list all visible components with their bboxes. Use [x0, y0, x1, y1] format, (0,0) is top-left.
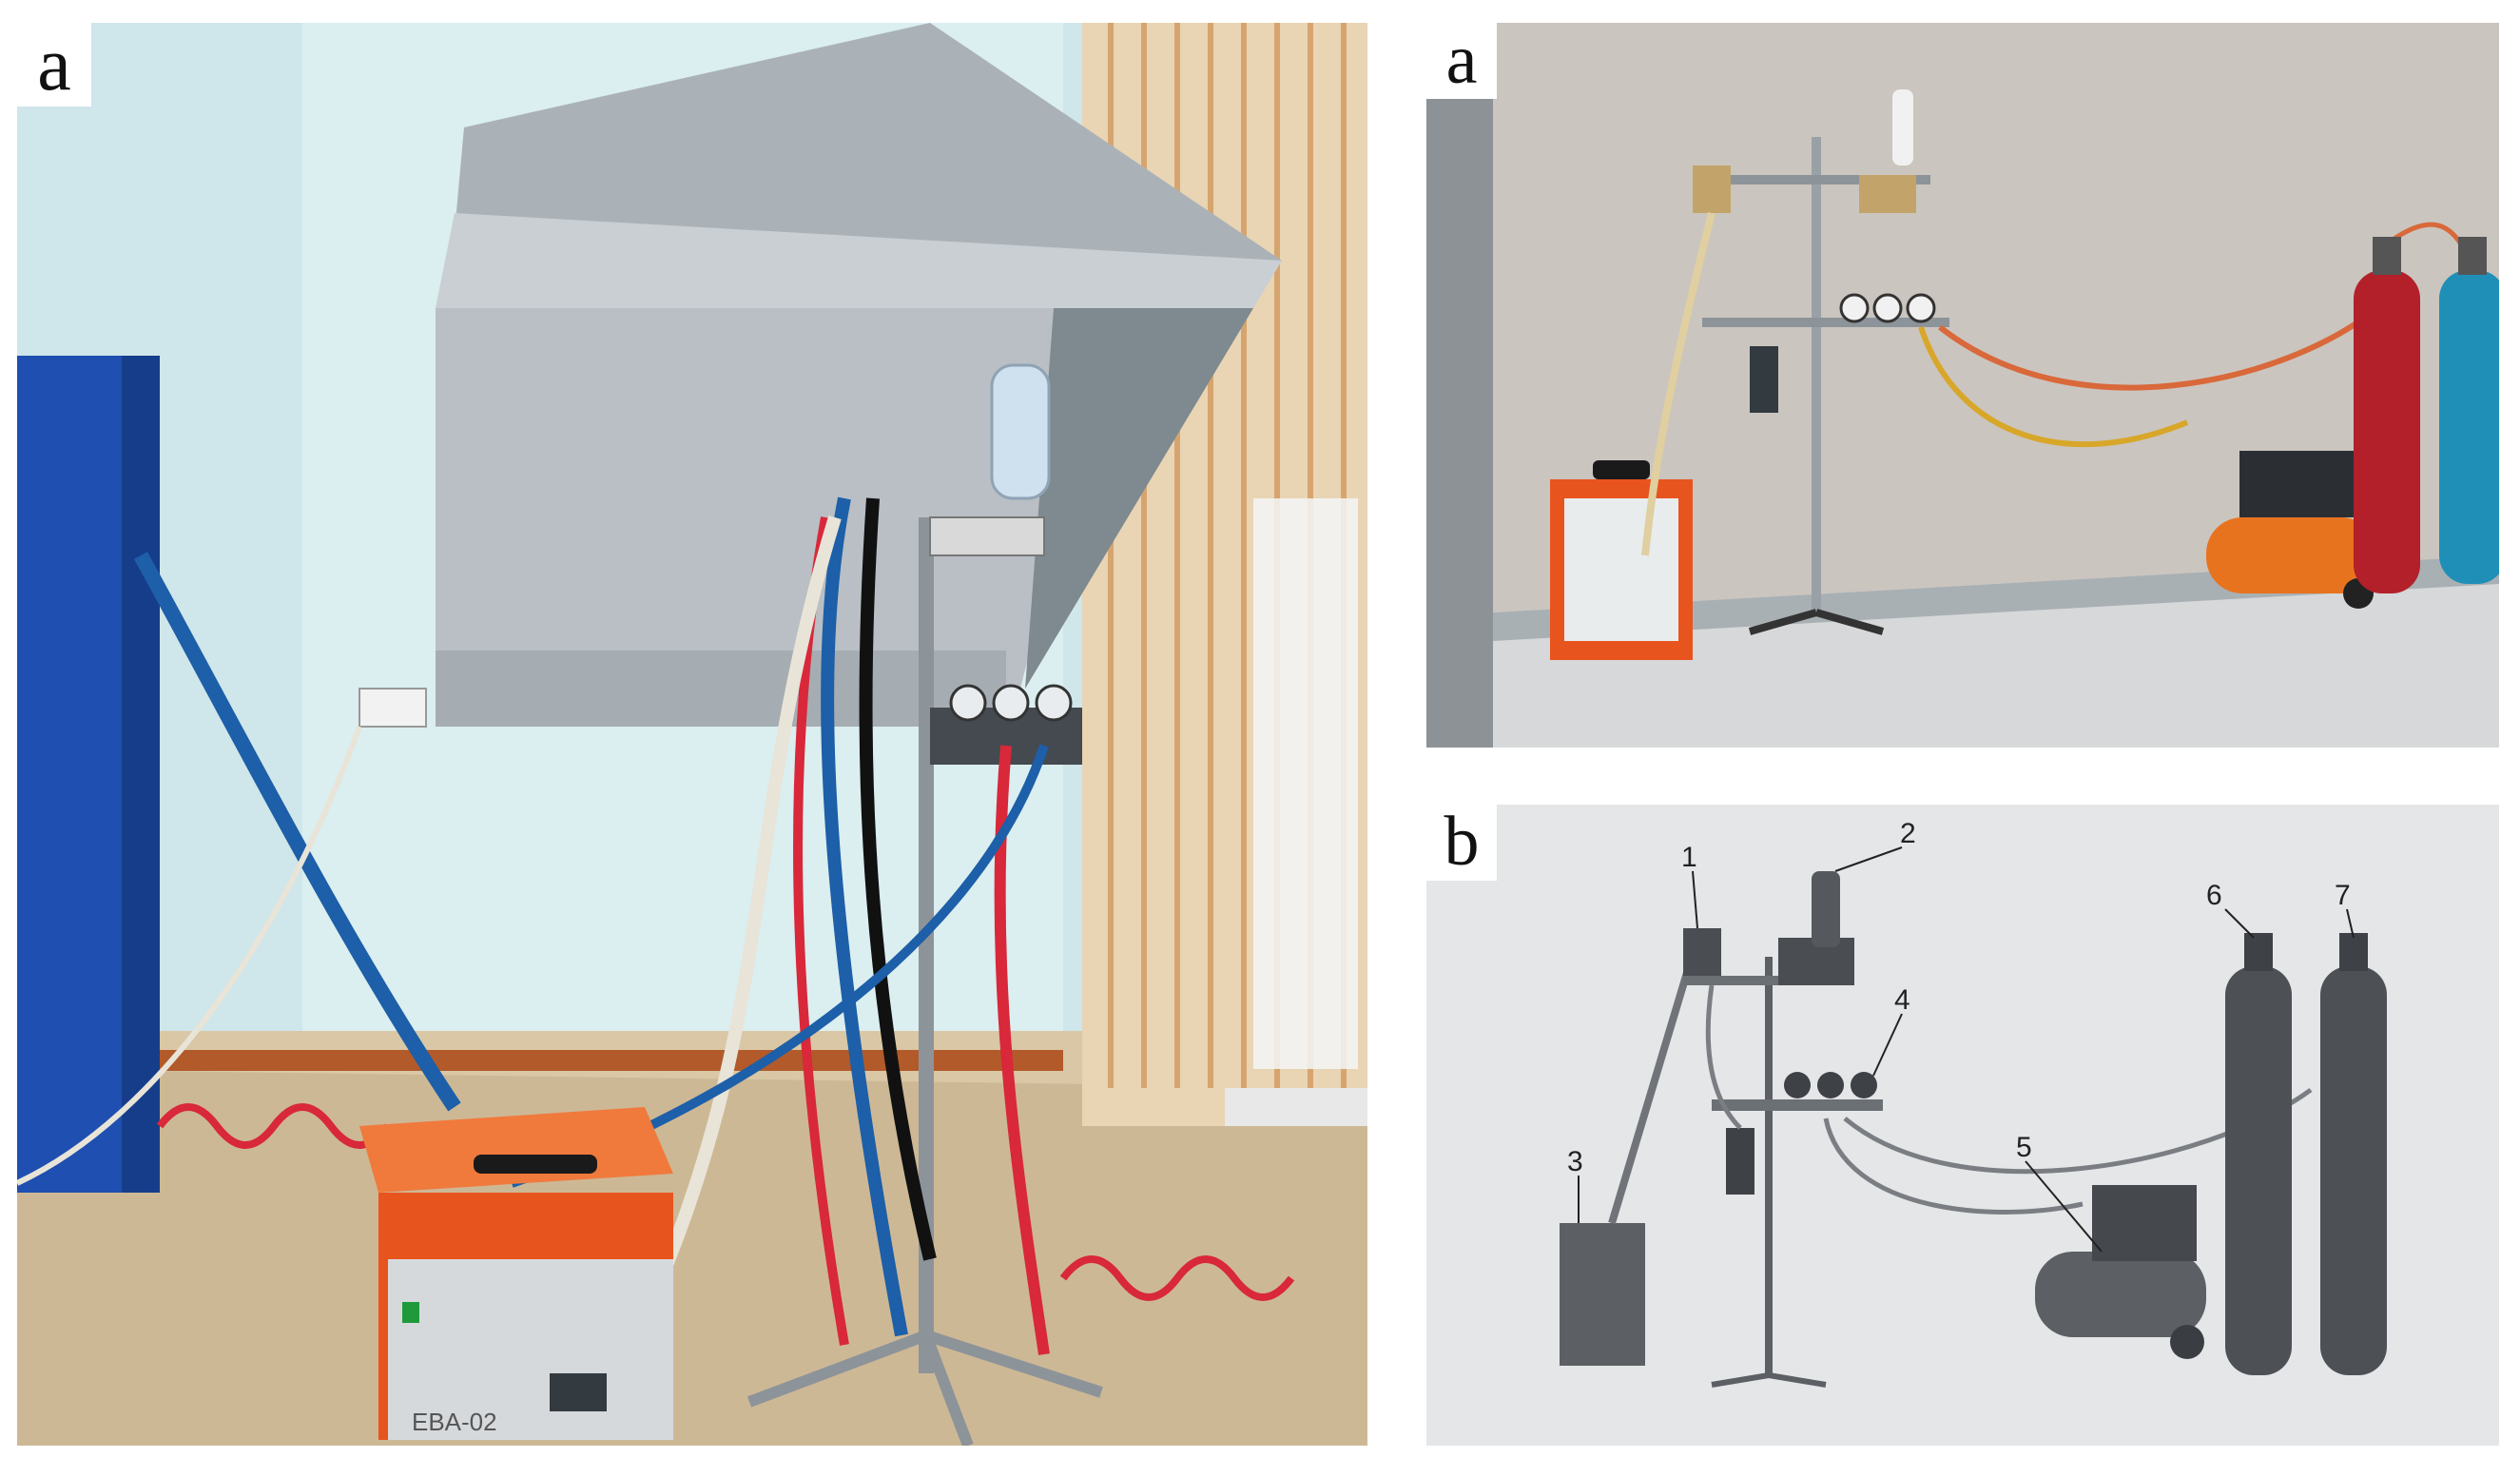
panel-photo: EBA-02 a: [17, 23, 1367, 1446]
panel-label: a: [1426, 23, 1497, 99]
schematic-label-6: 6: [2206, 880, 2222, 911]
device-label: EBA-02: [412, 1408, 497, 1436]
panel-schematic: 1 2 3 4 5 6 7 b: [1426, 805, 2499, 1446]
panel-label: b: [1426, 805, 1497, 881]
photo-illustration: EBA-02: [17, 23, 1367, 1446]
schematic-label-5: 5: [2016, 1132, 2032, 1163]
schematic-label-4: 4: [1894, 984, 1910, 1016]
panel-rendering: a: [1426, 23, 2499, 748]
rendering-illustration: [1426, 23, 2499, 748]
panel-label: a: [17, 23, 91, 107]
schematic-label-3: 3: [1567, 1146, 1583, 1177]
schematic-label-1: 1: [1681, 842, 1697, 873]
schematic-label-2: 2: [1900, 818, 1916, 849]
schematic-label-7: 7: [2335, 880, 2351, 911]
schematic-illustration: 1 2 3 4 5 6 7: [1426, 805, 2499, 1446]
